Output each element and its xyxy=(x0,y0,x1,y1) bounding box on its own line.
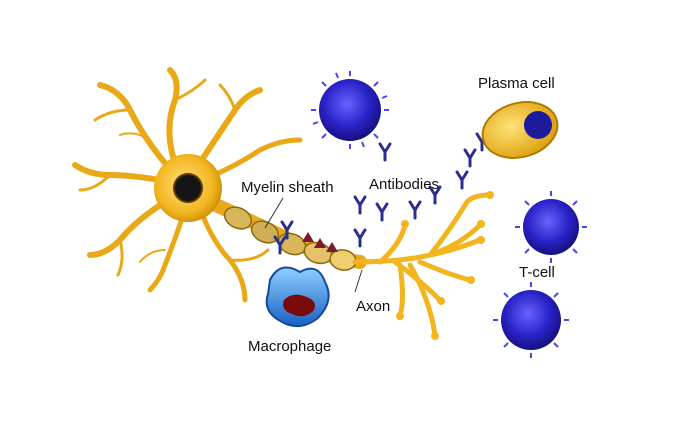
label-lines xyxy=(264,197,363,293)
macrophage-label: Macrophage xyxy=(248,338,332,355)
antibodies-label: Antibodies xyxy=(369,176,440,193)
immune-cell-top xyxy=(311,71,389,149)
t-cell-bottom xyxy=(493,282,569,358)
neuron-nucleus xyxy=(173,173,203,203)
t-cell-label: T-cell xyxy=(519,264,555,281)
axon-label: Axon xyxy=(356,298,391,315)
terminal-bulbs xyxy=(396,191,494,340)
myelin-sheath-label: Myelin sheath xyxy=(241,179,334,196)
plasma-cell-label: Plasma cell xyxy=(478,75,555,92)
t-cell-top xyxy=(515,191,587,263)
axon-terminals xyxy=(352,192,493,338)
antibody-cluster xyxy=(273,132,489,255)
plasma-cell xyxy=(481,101,559,159)
macrophage xyxy=(265,266,330,328)
myelin-segments xyxy=(223,206,357,271)
attached-antibodies xyxy=(302,232,338,252)
